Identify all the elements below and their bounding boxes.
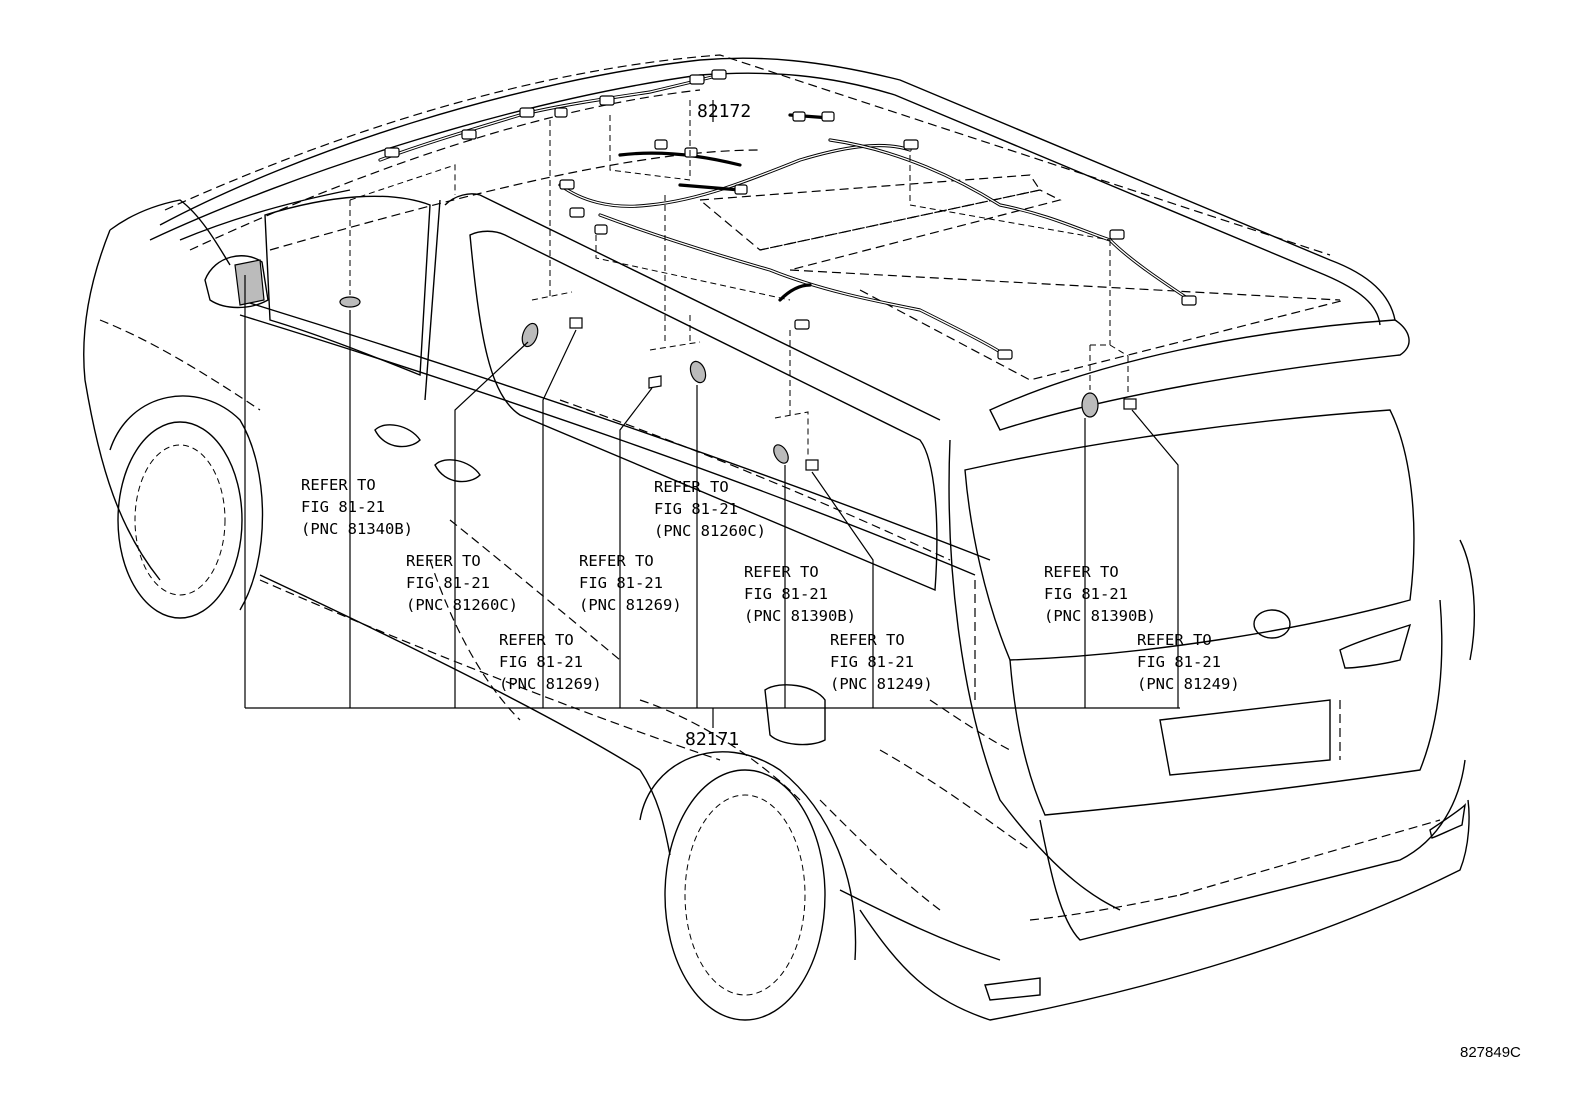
reference-line2: FIG 81-21 <box>1137 653 1221 671</box>
reference-line1: REFER TO <box>301 476 376 494</box>
reference-line2: FIG 81-21 <box>499 653 583 671</box>
reference-line3: (PNC 81269) <box>499 675 602 693</box>
harness-connectors <box>384 69 1197 360</box>
reference-callout-6: REFER TO FIG 81-21 (PNC 81390B) <box>744 563 856 625</box>
roof-harness-wires <box>378 73 1192 357</box>
reference-line1: REFER TO <box>1044 563 1119 581</box>
vehicle-body <box>83 54 1475 1021</box>
reference-callout-8: REFER TO FIG 81-21 (PNC 81390B) <box>1044 563 1156 625</box>
reference-line2: FIG 81-21 <box>654 500 738 518</box>
part-group-brackets <box>349 100 1129 455</box>
reference-line2: FIG 81-21 <box>1044 585 1128 603</box>
reference-line2: FIG 81-21 <box>744 585 828 603</box>
reference-callout-3: REFER TO FIG 81-21 (PNC 81269) <box>499 631 602 693</box>
switch-parts <box>234 259 1137 471</box>
reference-line1: REFER TO <box>744 563 819 581</box>
reference-callout-7: REFER TO FIG 81-21 (PNC 81249) <box>830 631 933 693</box>
reference-callout-4: REFER TO FIG 81-21 (PNC 81269) <box>579 552 682 614</box>
part-number-82172: 82172 <box>697 101 751 122</box>
reference-line3: (PNC 81260C) <box>654 522 766 540</box>
reference-line3: (PNC 81390B) <box>744 607 856 625</box>
reference-line1: REFER TO <box>499 631 574 649</box>
reference-line3: (PNC 81249) <box>830 675 933 693</box>
reference-line2: FIG 81-21 <box>830 653 914 671</box>
reference-line3: (PNC 81340B) <box>301 520 413 538</box>
reference-line3: (PNC 81249) <box>1137 675 1240 693</box>
reference-callout-2: REFER TO FIG 81-21 (PNC 81260C) <box>406 552 518 614</box>
reference-line2: FIG 81-21 <box>406 574 490 592</box>
reference-line1: REFER TO <box>579 552 654 570</box>
reference-callout-9: REFER TO FIG 81-21 (PNC 81249) <box>1137 631 1240 693</box>
reference-callout-1: REFER TO FIG 81-21 (PNC 81340B) <box>301 476 413 538</box>
reference-line1: REFER TO <box>830 631 905 649</box>
reference-line1: REFER TO <box>406 552 481 570</box>
reference-line3: (PNC 81260C) <box>406 596 518 614</box>
leader-lines <box>244 100 1180 728</box>
reference-line1: REFER TO <box>654 478 729 496</box>
part-number-82171: 82171 <box>685 729 739 750</box>
reference-callout-5: REFER TO FIG 81-21 (PNC 81260C) <box>654 478 766 540</box>
reference-line1: REFER TO <box>1137 631 1212 649</box>
reference-line2: FIG 81-21 <box>301 498 385 516</box>
reference-line3: (PNC 81269) <box>579 596 682 614</box>
figure-id: 827849C <box>1460 1044 1521 1061</box>
reference-line2: FIG 81-21 <box>579 574 663 592</box>
reference-line3: (PNC 81390B) <box>1044 607 1156 625</box>
